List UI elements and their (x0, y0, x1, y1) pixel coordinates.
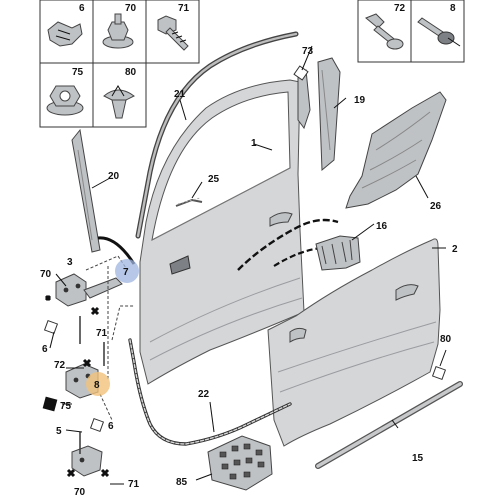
callout-71-lower: 71 (128, 479, 140, 490)
grid-number-75: 75 (72, 67, 84, 78)
highlight-7 (115, 259, 139, 283)
grid-number-6: 6 (79, 3, 85, 14)
callout-6-upper: 6 (42, 344, 48, 355)
water-shield (345, 91, 447, 209)
grid-number-80: 80 (125, 67, 137, 78)
grid-number-70: 70 (125, 3, 137, 14)
callout-2: 2 (452, 244, 458, 255)
callout-25: 25 (208, 174, 220, 185)
callout-73: 73 (302, 46, 314, 57)
callout-22: 22 (198, 389, 210, 400)
callout-70-lower: 70 (74, 487, 86, 498)
fastener-grid-left: 6 70 71 75 80 (39, 0, 200, 128)
door-handle-bracket (315, 235, 361, 271)
window-frame-seal (135, 31, 299, 239)
torx-screw-icon (365, 13, 404, 50)
a-pillar-seal (71, 128, 101, 253)
clip-strip (207, 435, 273, 491)
callout-5: 5 (56, 426, 62, 437)
upper-trim (293, 65, 311, 130)
callout-21: 21 (174, 89, 186, 100)
callout-7: 7 (123, 267, 129, 278)
spring-clip (43, 319, 105, 433)
callout-80: 80 (440, 334, 452, 345)
fastener-grid-right: 72 8 (357, 0, 465, 63)
hinge-nut (42, 396, 58, 412)
push-rivet-icon (103, 85, 135, 119)
door-harness (97, 236, 136, 265)
hex-bolt-icon (157, 15, 189, 51)
grid-number-8: 8 (450, 3, 456, 14)
lower-bolt (79, 316, 105, 454)
callout-1: 1 (251, 138, 257, 149)
upper-hinge (55, 273, 87, 307)
leader-lines (91, 45, 447, 481)
callout-75: 75 (60, 401, 72, 412)
callout-20: 20 (108, 171, 120, 182)
hinge-bolt (44, 294, 110, 478)
check-strap (83, 255, 127, 299)
flange-nut-icon (46, 85, 84, 116)
callout-26: 26 (430, 201, 442, 212)
label-ticks (49, 273, 124, 485)
rear-door-shell (267, 238, 441, 447)
callout-labels: 1 2 3 5 6 6 7 8 15 16 19 20 21 22 25 26 … (40, 46, 458, 498)
callout-8: 8 (94, 380, 100, 391)
callout-16: 16 (376, 221, 388, 232)
highlight-8 (86, 372, 110, 396)
grid-number-72: 72 (394, 3, 406, 14)
lower-hinge (71, 445, 103, 477)
callout-70-upper: 70 (40, 269, 52, 280)
pillar-trim (317, 57, 341, 172)
hex-flange-bolt-icon (102, 13, 134, 49)
spring-clip-icon (47, 21, 83, 47)
weatherstrip-lower (128, 338, 292, 446)
callout-3: 3 (67, 257, 73, 268)
callout-19: 19 (354, 95, 366, 106)
callout-85: 85 (176, 477, 188, 488)
dashed-guides (99, 266, 134, 421)
rivet (431, 365, 447, 381)
callout-71-upper: 71 (96, 328, 108, 339)
grid-cell-8 (410, 0, 465, 63)
callout-6-lower: 6 (108, 421, 114, 432)
blind-rivet-icon (417, 17, 461, 47)
outer-moulding (315, 381, 463, 469)
callout-15: 15 (412, 453, 424, 464)
grid-number-71: 71 (178, 3, 190, 14)
callout-72: 72 (54, 360, 66, 371)
